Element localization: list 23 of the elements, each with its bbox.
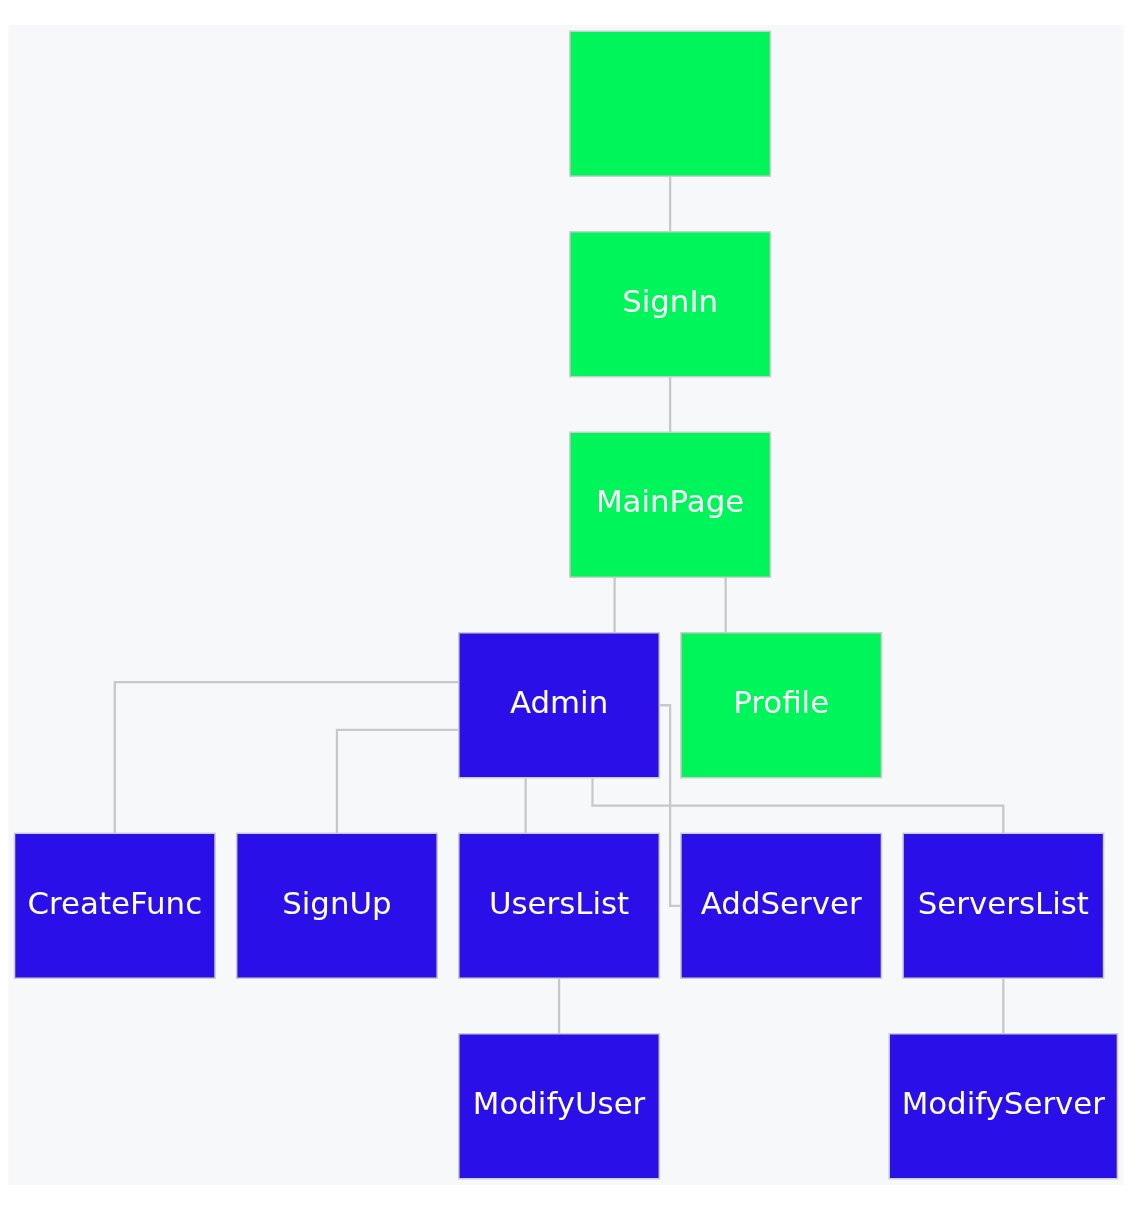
node-box: AddServer	[680, 832, 883, 980]
connector	[524, 778, 527, 834]
connector	[591, 778, 1005, 833]
node-box: SignUp	[235, 832, 438, 980]
node-box: UsersList	[458, 832, 661, 980]
connector	[335, 728, 459, 834]
node-box: Admin	[458, 632, 661, 779]
node-box: ModifyServer	[888, 1033, 1119, 1180]
connector	[113, 680, 459, 834]
connector	[1002, 978, 1005, 1034]
connector	[668, 377, 672, 433]
connector	[613, 577, 616, 633]
connector	[724, 577, 727, 633]
connector	[557, 978, 561, 1034]
node-box: CreateFunc	[13, 832, 216, 980]
connector	[659, 704, 681, 907]
connector	[668, 176, 672, 232]
node-box: SignIn	[569, 230, 772, 378]
node-box: Profile	[680, 632, 883, 779]
node-box: ServersList	[902, 832, 1105, 980]
node-box: ModifyUser	[458, 1033, 661, 1180]
node-box	[569, 30, 772, 177]
node-box: MainPage	[569, 431, 772, 578]
